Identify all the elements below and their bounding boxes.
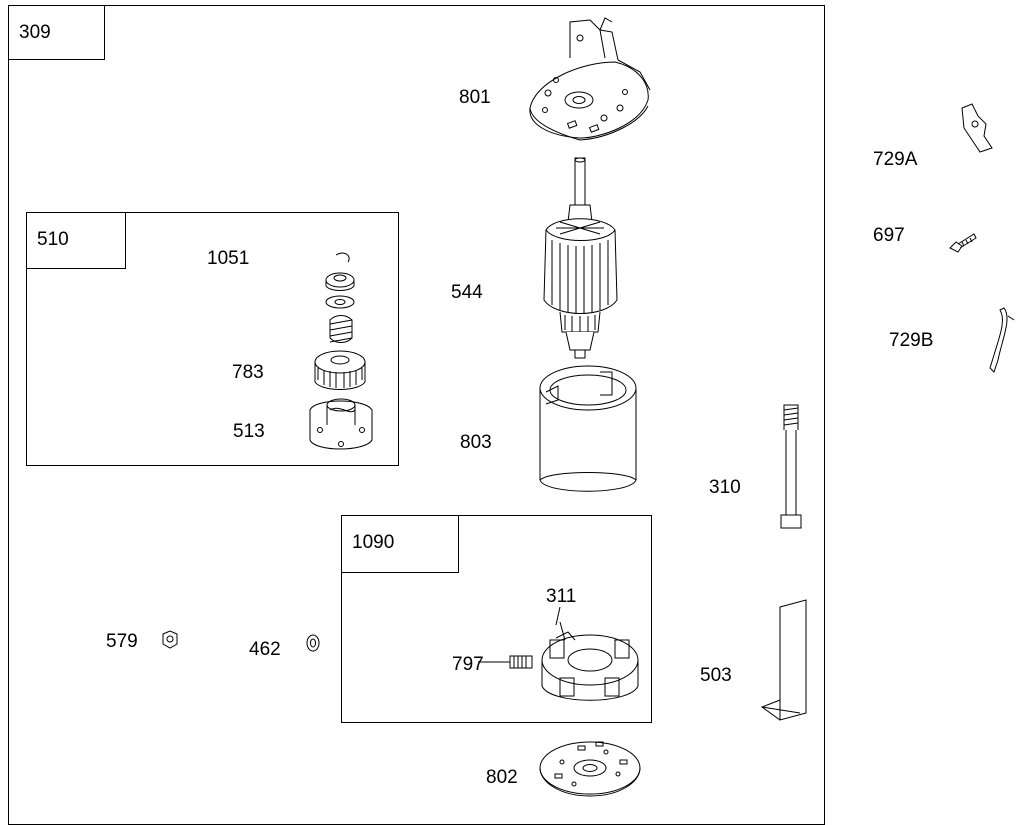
label-802: 802 (486, 767, 518, 788)
subassembly-510-id-text: 510 (37, 229, 69, 250)
label-803: 803 (460, 432, 492, 453)
part-729B-clip (989, 307, 1015, 373)
part-783-pinion-gear (314, 350, 366, 390)
subassembly-1090-id-text: 1090 (352, 532, 395, 553)
subassembly-1090-id: 1090 (341, 515, 459, 573)
leader-lines (478, 606, 561, 663)
label-729A: 729A (873, 149, 918, 170)
part-797-terminal (498, 655, 533, 669)
label-311: 311 (546, 586, 577, 607)
part-310-through-bolt (780, 404, 802, 529)
subassembly-1090-frame (341, 515, 652, 723)
part-1051-clip-washer-spring (325, 252, 355, 343)
part-697-screw (949, 233, 977, 253)
subassembly-510-frame (26, 212, 399, 466)
part-803-housing (539, 365, 637, 492)
part-544-armature (543, 157, 618, 359)
label-1051: 1051 (207, 248, 250, 269)
part-311-brush-holder (541, 621, 639, 701)
part-503-bracket (760, 599, 807, 721)
part-801-end-cap (529, 17, 651, 141)
subassembly-510-id: 510 (26, 212, 126, 269)
part-462-washer (306, 634, 320, 652)
label-503: 503 (700, 665, 732, 686)
part-802-end-plate (539, 741, 641, 797)
label-462: 462 (249, 639, 281, 660)
label-783: 783 (232, 362, 264, 383)
main-assembly-id: 309 (8, 5, 105, 60)
part-513-drive-base (309, 398, 373, 450)
label-310: 310 (709, 477, 741, 498)
label-697: 697 (873, 225, 905, 246)
part-579-nut (162, 630, 178, 649)
label-797: 797 (452, 654, 484, 675)
label-544: 544 (451, 282, 483, 303)
label-729B: 729B (889, 330, 934, 351)
label-513: 513 (233, 421, 265, 442)
label-579: 579 (106, 631, 138, 652)
part-729A-clip (961, 103, 993, 153)
label-801: 801 (459, 87, 491, 108)
main-assembly-id-text: 309 (19, 22, 51, 43)
